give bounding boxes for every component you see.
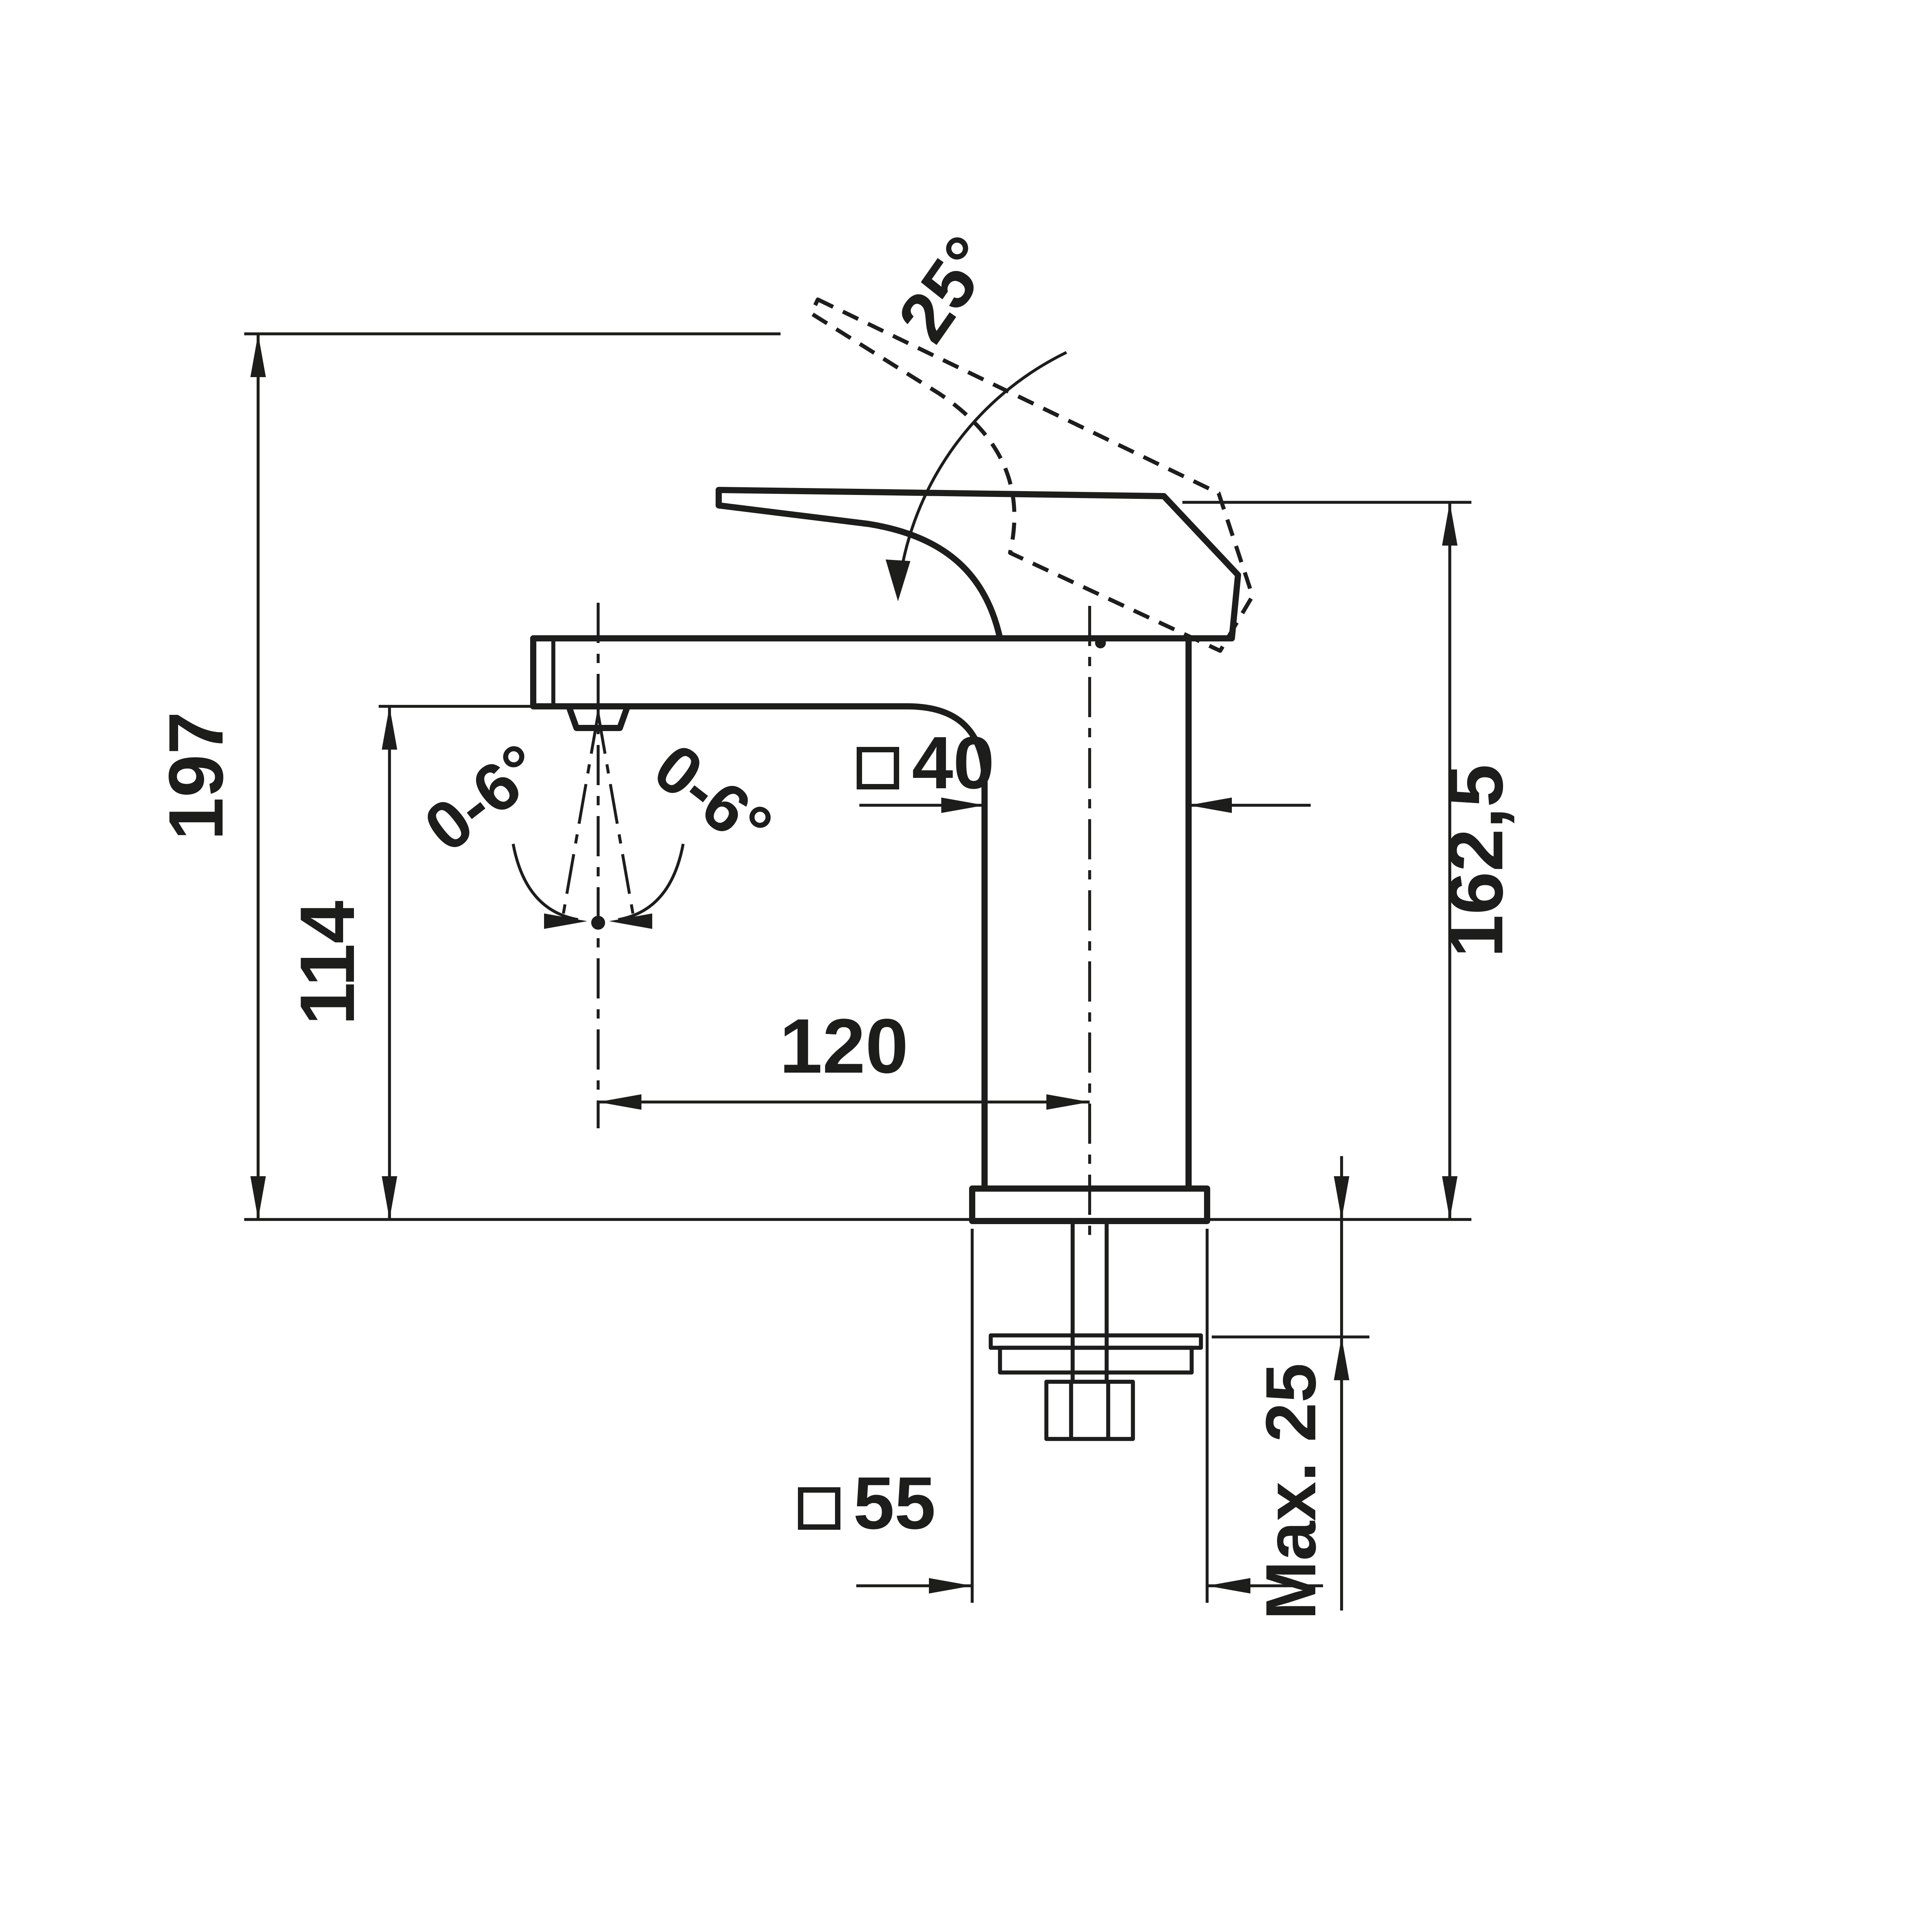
arrowhead — [1046, 1094, 1090, 1110]
arrowhead — [1334, 1176, 1349, 1219]
arrowhead — [1207, 1578, 1250, 1594]
arrowhead — [1189, 798, 1232, 813]
dimension-197: 197 — [153, 332, 972, 1221]
dimension-162-5: 162,5 — [1182, 501, 1519, 1221]
dimension-max-25: Max. 25 — [1212, 1156, 1369, 1620]
swivel-arc-left — [512, 844, 578, 921]
square-symbol-icon — [798, 1487, 840, 1530]
swivel-right-label: 0-6° — [640, 730, 786, 866]
dim-label-120: 120 — [779, 1003, 908, 1089]
dimension-40: 40 — [857, 721, 1311, 813]
dimension-55: 55 — [798, 1229, 1323, 1603]
swivel-line-right — [597, 714, 635, 918]
arrowhead — [250, 1176, 266, 1219]
dim-label-114: 114 — [284, 901, 371, 1026]
dim-label-197: 197 — [153, 711, 239, 840]
faucet-handle — [716, 487, 1241, 641]
swivel-point-dot — [591, 916, 605, 930]
arrowhead — [1334, 1337, 1349, 1380]
centerlines — [561, 603, 1091, 1244]
arrowhead — [382, 1176, 397, 1219]
handle-pivot-dot — [1095, 638, 1106, 648]
arrowhead — [941, 798, 985, 813]
swivel-arc-right — [618, 844, 685, 921]
dim-label-max-25: Max. 25 — [1251, 1363, 1330, 1620]
swivel-line-left — [561, 714, 600, 918]
angle-arc-25 — [896, 351, 1067, 595]
faucet-handle-raised-dashed — [809, 297, 1255, 653]
arrowhead — [598, 1094, 641, 1110]
handle-angle-label: 25° — [882, 222, 1009, 355]
dim-label-162-5: 162,5 — [1433, 764, 1519, 958]
dimension-114: 114 — [284, 705, 560, 1219]
swivel-left-label: 0-6° — [411, 730, 556, 866]
dim-label-40: 40 — [912, 721, 995, 804]
square-symbol-icon — [857, 747, 899, 789]
mounting-nut — [1044, 1379, 1135, 1441]
arrowhead — [1442, 1176, 1458, 1219]
faucet-outline — [530, 297, 1255, 1441]
arrowhead — [544, 913, 587, 929]
dim-label-55: 55 — [853, 1461, 936, 1544]
arrowhead — [929, 1578, 972, 1594]
arrowhead — [886, 560, 910, 601]
arrowhead — [1442, 502, 1458, 546]
arrowhead — [250, 334, 266, 377]
mounting-washer — [998, 1345, 1194, 1375]
dimension-120: 120 — [598, 1003, 1090, 1110]
arrowhead — [382, 706, 397, 750]
mounting-hardware — [988, 1221, 1203, 1441]
faucet-body — [530, 635, 1192, 1192]
arrowhead — [609, 913, 652, 929]
